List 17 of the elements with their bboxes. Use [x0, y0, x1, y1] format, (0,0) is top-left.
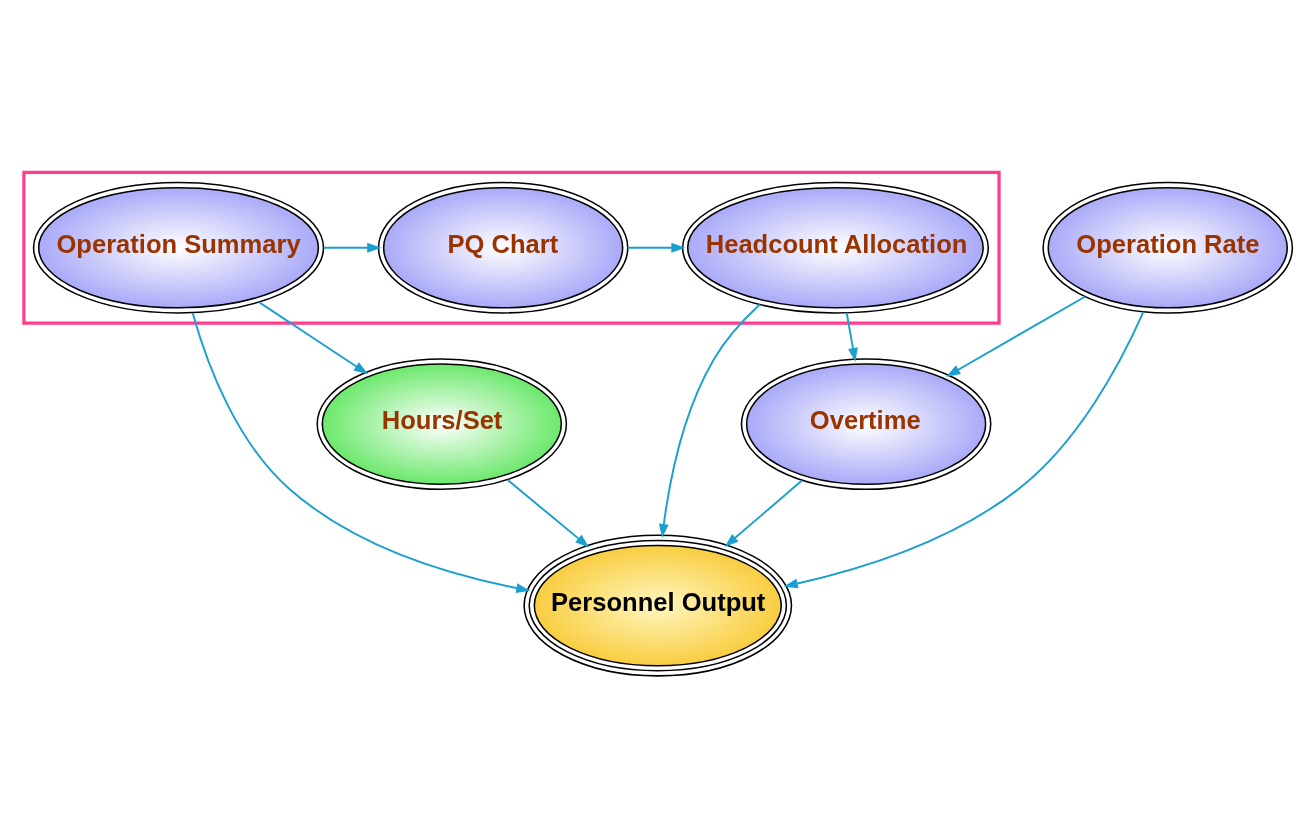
arrow [724, 479, 803, 547]
node-ellipse: Headcount Allocation [681, 181, 990, 314]
arrow [258, 301, 368, 375]
arrow [783, 311, 1145, 589]
arrow [506, 479, 590, 548]
node-ellipse: Operation Summary [32, 181, 325, 314]
arrow [946, 295, 1086, 377]
arrow [845, 311, 858, 362]
arrow [658, 303, 761, 539]
cluster [22, 170, 1001, 325]
arrow [626, 242, 686, 253]
node-ellipse: Overtime [740, 358, 992, 491]
node-ellipse: Hours/Set [316, 358, 568, 491]
arrow [191, 312, 531, 593]
node-ellipse: Operation Rate [1042, 181, 1294, 314]
arrow [322, 242, 382, 253]
node-ellipse: PQ Chart [377, 181, 629, 314]
